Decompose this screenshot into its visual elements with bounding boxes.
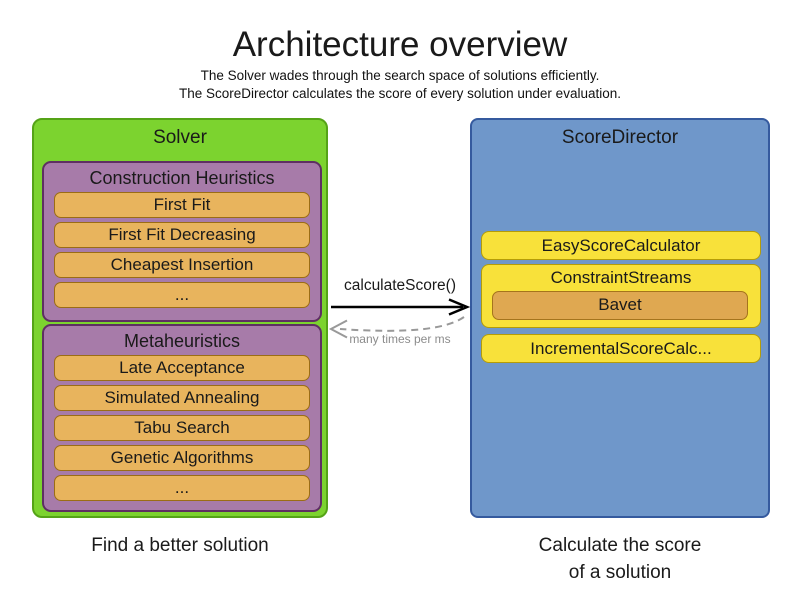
bavet-box: Bavet xyxy=(492,291,748,320)
item-construction-more: ... xyxy=(54,282,310,308)
constraint-streams-box: ConstraintStreams Bavet xyxy=(481,264,761,328)
solver-caption: Find a better solution xyxy=(91,535,269,556)
calculate-score-label: calculateScore() xyxy=(344,277,456,294)
metaheuristics-label: Metaheuristics xyxy=(123,331,241,351)
score-director-label: ScoreDirector xyxy=(561,127,679,148)
solver-label: Solver xyxy=(153,127,207,148)
item-genetic-algorithms: Genetic Algorithms xyxy=(54,445,310,471)
return-arrow-line xyxy=(339,316,465,332)
construction-heuristics-label: Construction Heuristics xyxy=(89,168,275,188)
construction-heuristics-items: First Fit First Fit Decreasing Cheapest … xyxy=(54,192,310,308)
subtitle-solver: The Solver wades through the search spac… xyxy=(200,68,600,83)
metaheuristics-box: Metaheuristics Late Acceptance Simulated… xyxy=(42,324,322,512)
item-tabu-search: Tabu Search xyxy=(54,415,310,441)
easy-score-calculator-box: EasyScoreCalculator xyxy=(481,231,761,260)
score-director-caption-line2: of a solution xyxy=(568,562,672,583)
item-first-fit: First Fit xyxy=(54,192,310,218)
calculate-score-arrowhead xyxy=(448,298,471,316)
item-simulated-annealing: Simulated Annealing xyxy=(54,385,310,411)
solver-box: Solver Construction Heuristics First Fit… xyxy=(32,118,328,518)
construction-heuristics-box: Construction Heuristics First Fit First … xyxy=(42,161,322,322)
item-first-fit-decreasing: First Fit Decreasing xyxy=(54,222,310,248)
score-director-caption: Calculate the score of a solution xyxy=(470,532,770,586)
metaheuristics-items: Late Acceptance Simulated Annealing Tabu… xyxy=(54,355,310,501)
score-director-box: ScoreDirector EasyScoreCalculator Constr… xyxy=(470,118,770,518)
frequency-label: many times per ms xyxy=(349,332,451,346)
incremental-score-calculator-box: IncrementalScoreCalc... xyxy=(481,334,761,363)
item-metaheuristics-more: ... xyxy=(54,475,310,501)
item-cheapest-insertion: Cheapest Insertion xyxy=(54,252,310,278)
subtitle-scoredirector: The ScoreDirector calculates the score o… xyxy=(179,86,621,101)
score-director-caption-line1: Calculate the score xyxy=(538,535,702,556)
page-title: Architecture overview xyxy=(232,25,568,64)
constraint-streams-label: ConstraintStreams xyxy=(550,268,692,287)
item-late-acceptance: Late Acceptance xyxy=(54,355,310,381)
